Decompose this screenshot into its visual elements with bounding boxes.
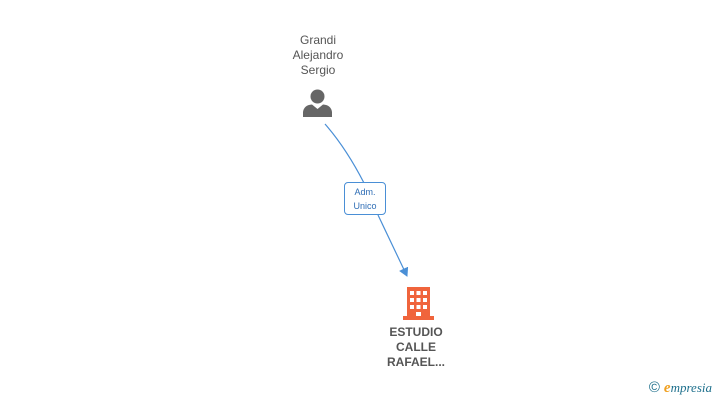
brand-rest: mpresia	[670, 380, 712, 395]
company-name-line: RAFAEL...	[386, 355, 445, 369]
person-name-line: Grandi	[299, 33, 337, 47]
person-name-line: Alejandro	[292, 48, 344, 62]
edge-label-line: Unico	[353, 201, 377, 211]
copyright-icon: ©	[648, 379, 660, 396]
edge-line-admin	[324, 123, 407, 276]
person-icon[interactable]	[303, 89, 332, 117]
brand-initial: e	[663, 380, 671, 396]
edge-label-line: Adm.	[354, 187, 376, 197]
company-name-line: ESTUDIO	[389, 325, 443, 339]
footer-brand: © empresia	[649, 378, 712, 398]
company-name-line: CALLE	[396, 340, 436, 354]
building-icon[interactable]	[403, 287, 434, 320]
person-name-line: Sergio	[300, 63, 336, 77]
person-name[interactable]: Grandi Alejandro Sergio	[268, 33, 368, 78]
company-name[interactable]: ESTUDIO CALLE RAFAEL...	[356, 325, 476, 370]
brand-logo: empresia	[664, 380, 712, 396]
edge-label-badge[interactable]: Adm. Unico	[344, 182, 386, 215]
